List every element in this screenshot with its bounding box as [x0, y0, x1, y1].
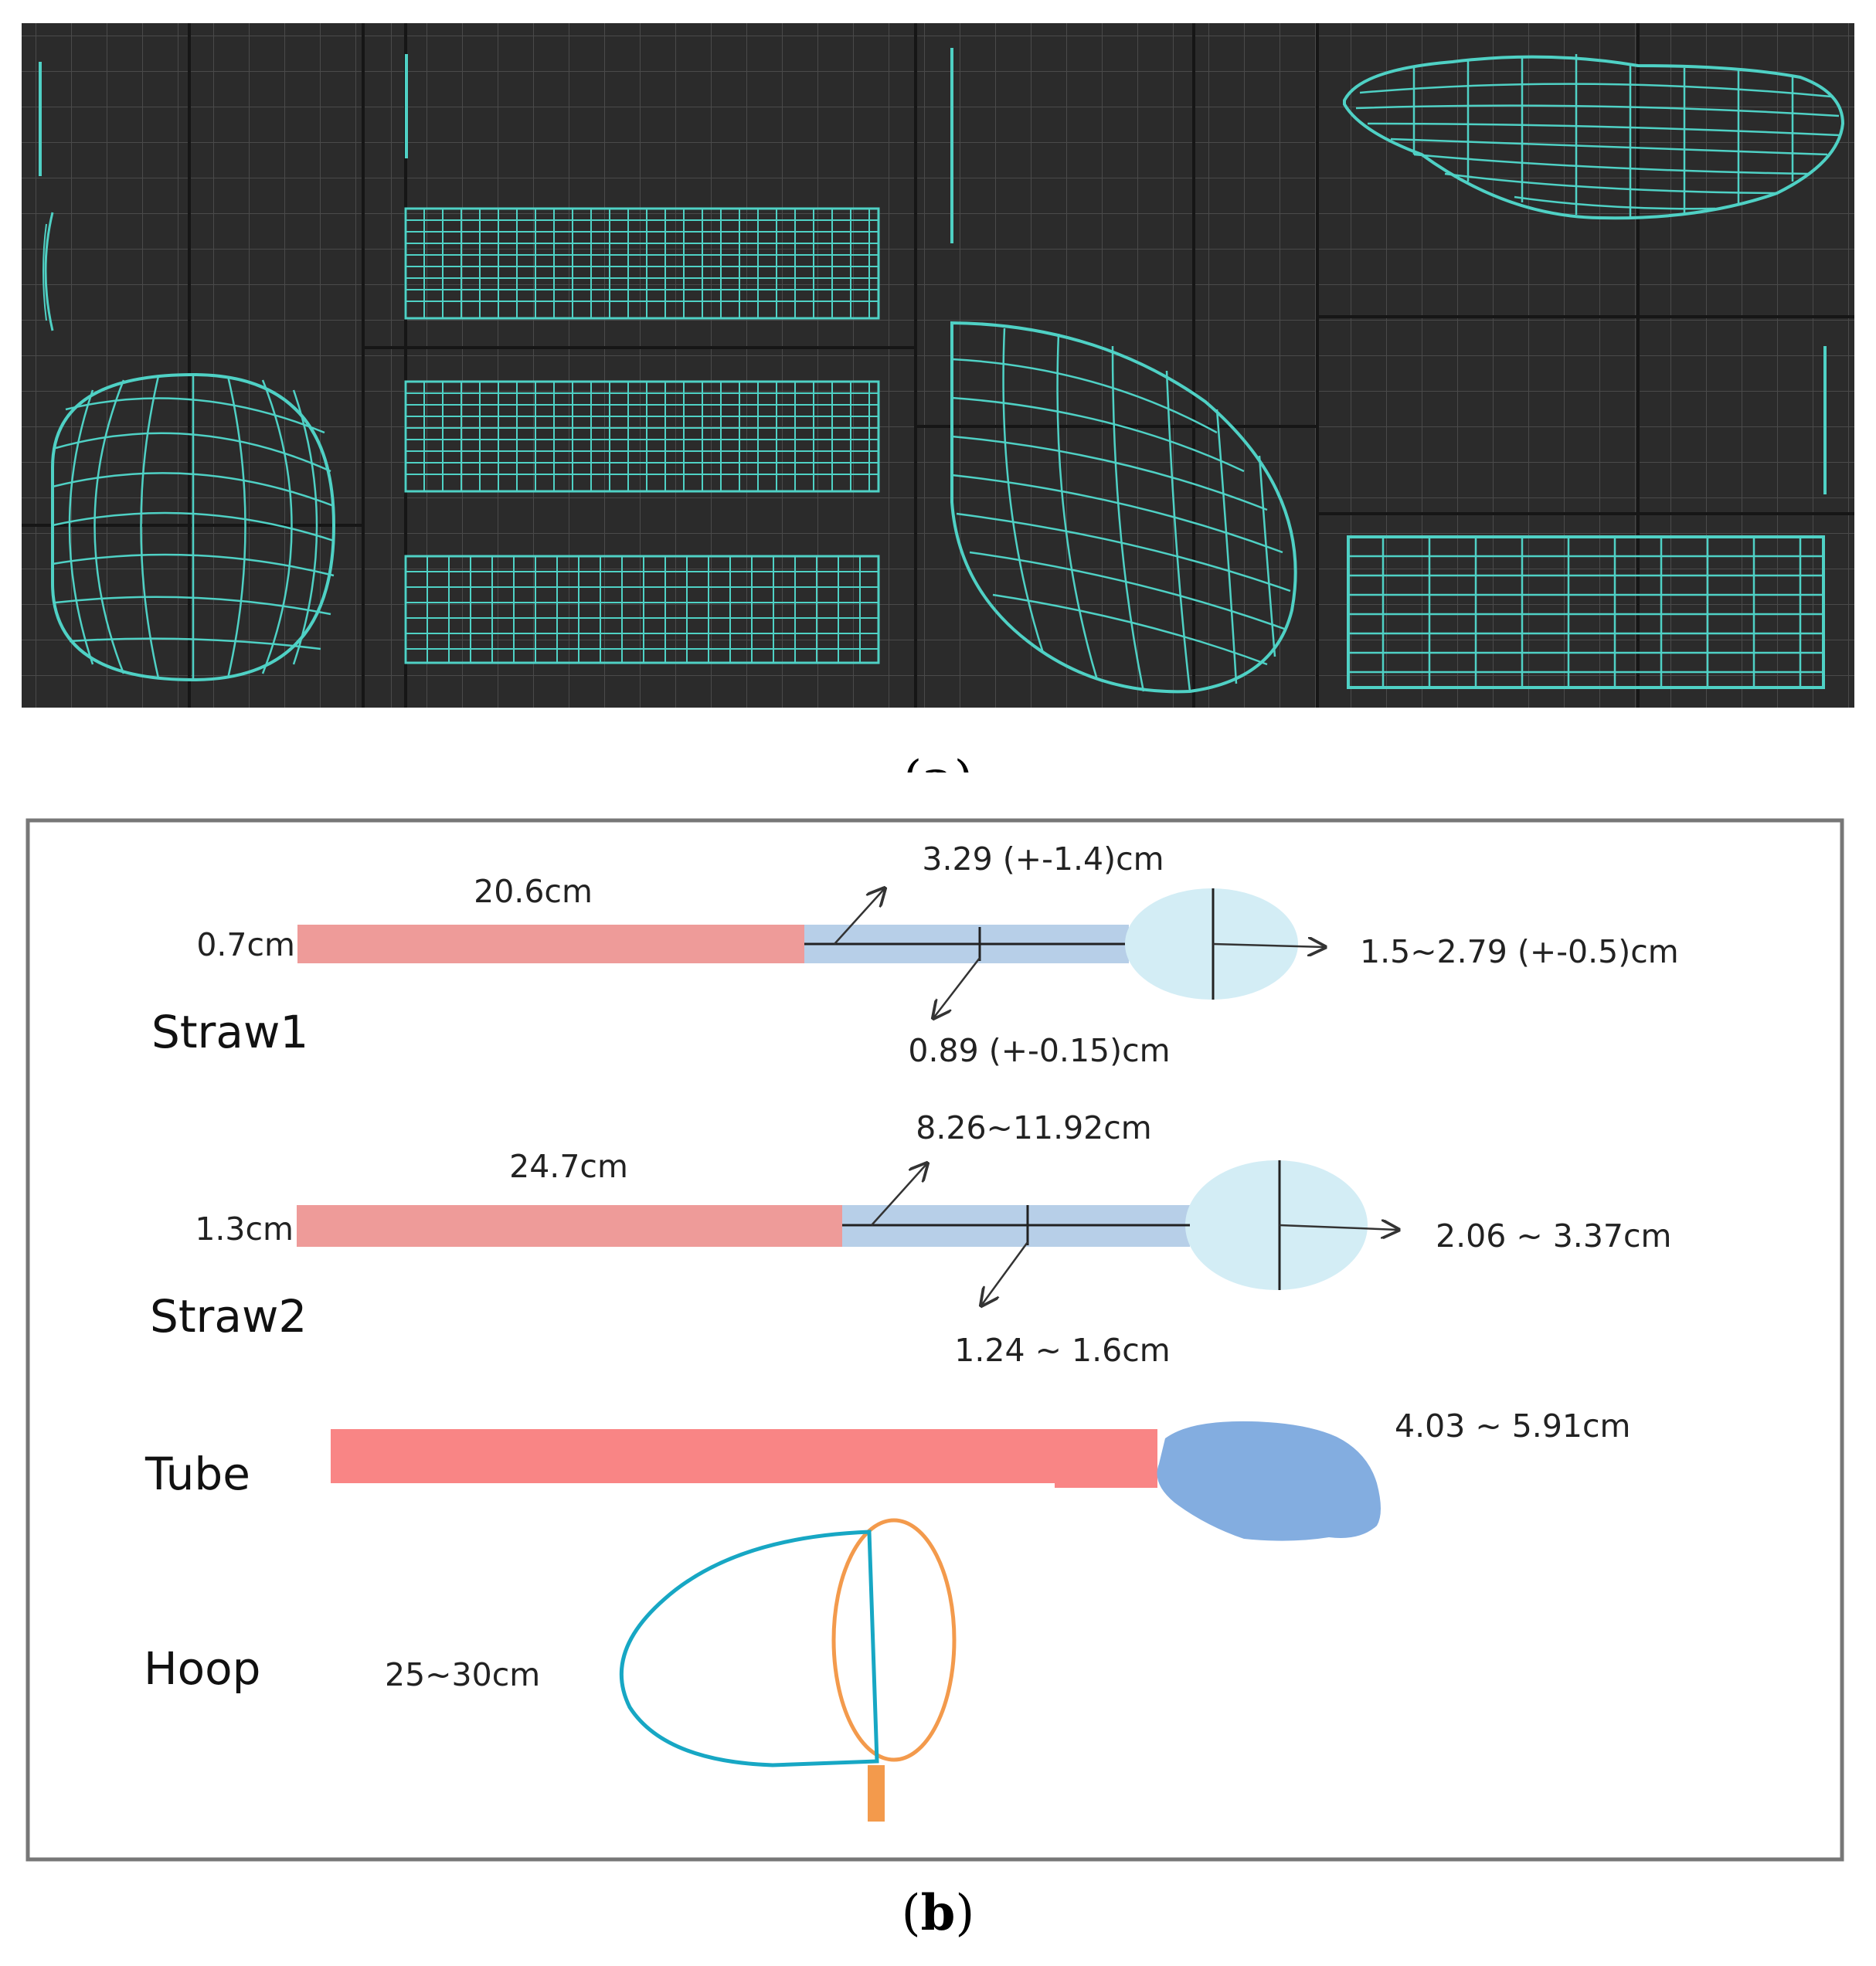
- straw1-bulb: [1125, 888, 1298, 1000]
- straw2-stem: [297, 1205, 842, 1247]
- straw2-label: Straw2: [150, 1290, 307, 1343]
- tube-drawing: [331, 1421, 1381, 1541]
- straw2-stem-length: 24.7cm: [509, 1148, 628, 1185]
- viewport-grid: [22, 23, 1854, 708]
- hoop-size: 25~30cm: [385, 1656, 540, 1693]
- straw1-drawing: [297, 888, 1325, 1018]
- straw2-bulb-diameter: 2.06 ~ 3.37cm: [1436, 1217, 1671, 1255]
- wireframe-bulb-sphere: [39, 62, 336, 682]
- figure-b-dimension-diagram: 0.7cm 20.6cm 3.29 (+-1.4)cm 0.89 (+-0.15…: [25, 818, 1844, 1942]
- wireframe-teardrop-head: [950, 48, 1297, 694]
- straw1-head-diameter: 0.89 (+-0.15)cm: [908, 1032, 1170, 1069]
- diagram-frame: [25, 818, 1844, 1862]
- tube-label: Tube: [144, 1448, 250, 1500]
- hoop-cyan-net: [619, 1530, 879, 1767]
- straw2-bulb: [1185, 1160, 1368, 1290]
- tube-head-size: 4.03 ~ 5.91cm: [1395, 1407, 1630, 1445]
- straw1-stem-diameter: 0.7cm: [196, 926, 295, 963]
- caption-a: (a): [902, 750, 973, 772]
- hoop-handle: [868, 1765, 885, 1822]
- hoop-label: Hoop: [144, 1642, 260, 1695]
- caption-b: (b): [902, 1884, 975, 1942]
- tube-head: [1157, 1421, 1381, 1541]
- straw1-stem-length: 20.6cm: [474, 873, 593, 910]
- straw1-bulb-diameter: 1.5~2.79 (+-0.5)cm: [1360, 933, 1679, 970]
- straw2-head-diameter: 1.24 ~ 1.6cm: [954, 1332, 1170, 1369]
- straw1-head-length: 3.29 (+-1.4)cm: [922, 840, 1164, 878]
- wireframe-tube-head: [1343, 54, 1845, 689]
- hoop-orange-ring: [831, 1518, 957, 1762]
- straw2-head-length: 8.26~11.92cm: [916, 1109, 1152, 1146]
- straw2-drawing: [297, 1160, 1399, 1306]
- figure-a-wireframe-panel: (a): [22, 23, 1854, 772]
- straw1-stem: [297, 925, 804, 963]
- hoop-drawing: [619, 1518, 957, 1822]
- wireframe-stems: [404, 54, 880, 664]
- straw2-stem-diameter: 1.3cm: [195, 1210, 294, 1248]
- straw1-label: Straw1: [151, 1006, 308, 1058]
- tube-body: [331, 1429, 1157, 1483]
